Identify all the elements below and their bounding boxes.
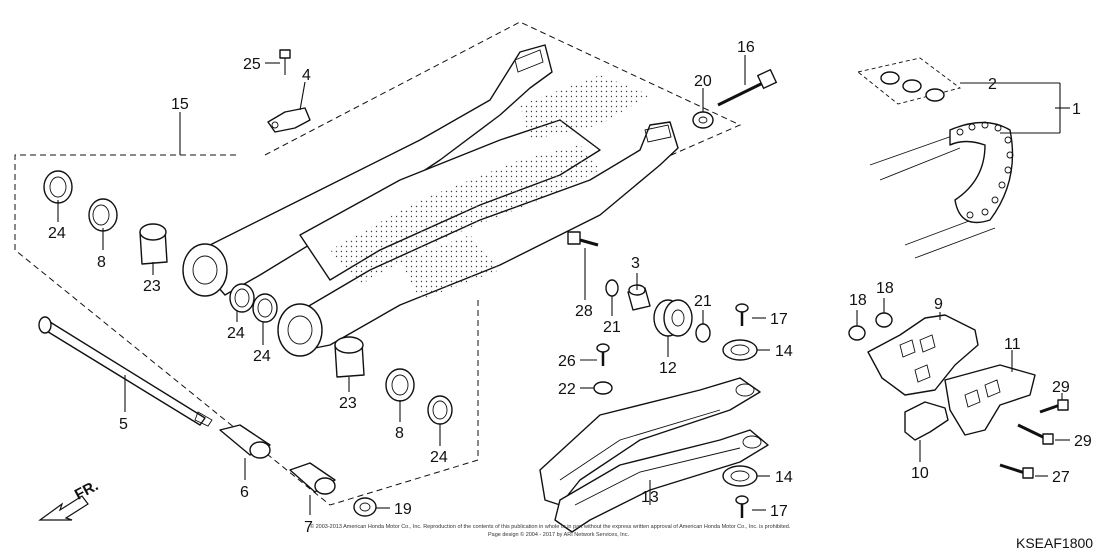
callout-25[interactable]: 25 bbox=[243, 56, 261, 73]
callout-15[interactable]: 15 bbox=[171, 96, 189, 113]
callout-8-lower[interactable]: 8 bbox=[395, 425, 404, 442]
nut-19[interactable] bbox=[353, 497, 377, 517]
dust-seal-24-right[interactable] bbox=[427, 395, 453, 425]
callout-14-upper[interactable]: 14 bbox=[775, 343, 793, 360]
callout-23-lower[interactable]: 23 bbox=[339, 395, 357, 412]
screw-17-upper[interactable] bbox=[735, 303, 749, 326]
callout-17-upper[interactable]: 17 bbox=[770, 311, 788, 328]
leader-lines bbox=[57, 55, 1070, 515]
callout-10[interactable]: 10 bbox=[911, 465, 929, 482]
callout-21-right[interactable]: 21 bbox=[694, 293, 712, 310]
callout-18-left[interactable]: 18 bbox=[849, 292, 867, 309]
swingarm-frame[interactable] bbox=[182, 44, 679, 357]
pivot-boss-upper bbox=[182, 243, 228, 297]
bolt-28[interactable] bbox=[567, 231, 599, 247]
pivot-shaft[interactable] bbox=[38, 316, 213, 427]
callout-8-upper[interactable]: 8 bbox=[97, 254, 106, 271]
axle-slot-lower bbox=[644, 124, 672, 143]
axle-slot-upper bbox=[514, 49, 544, 73]
collar-6[interactable] bbox=[219, 424, 271, 459]
chain-master-link[interactable] bbox=[856, 57, 962, 105]
front-direction-indicator: FR. bbox=[38, 477, 101, 521]
callout-11[interactable]: 11 bbox=[1004, 336, 1021, 353]
callout-13[interactable]: 13 bbox=[641, 489, 659, 506]
swingarm-group-outline bbox=[14, 21, 742, 506]
swingarm-texture-front bbox=[400, 235, 500, 300]
pivot-boss-lower bbox=[277, 303, 323, 357]
bolt-29-upper[interactable] bbox=[1039, 399, 1069, 414]
callout-5[interactable]: 5 bbox=[119, 416, 128, 433]
callout-29-upper[interactable]: 29 bbox=[1052, 379, 1070, 396]
roller-12[interactable] bbox=[653, 299, 693, 337]
chain-guard-11[interactable] bbox=[944, 364, 1036, 436]
bolt-27[interactable] bbox=[999, 463, 1034, 479]
callout-24-b[interactable]: 24 bbox=[227, 325, 245, 342]
callout-12[interactable]: 12 bbox=[659, 360, 677, 377]
needle-bearing-23-lower[interactable] bbox=[334, 336, 365, 378]
callout-17-lower[interactable]: 17 bbox=[770, 503, 788, 520]
callout-24-c[interactable]: 24 bbox=[253, 348, 271, 365]
callout-7[interactable]: 7 bbox=[304, 519, 313, 536]
callout-14-lower[interactable]: 14 bbox=[775, 469, 793, 486]
callout-24-d[interactable]: 24 bbox=[430, 449, 448, 466]
dust-seal-24-mid-b[interactable] bbox=[252, 293, 278, 323]
drive-chain[interactable] bbox=[869, 121, 1014, 259]
bolt-16[interactable] bbox=[717, 68, 778, 107]
callout-28[interactable]: 28 bbox=[575, 303, 593, 320]
callout-4[interactable]: 4 bbox=[302, 67, 311, 84]
screw-17-lower[interactable] bbox=[735, 495, 749, 518]
callout-labels: 1 2 3 4 5 6 7 8 8 9 10 11 12 13 14 14 15… bbox=[48, 39, 1092, 536]
nut-18-left[interactable] bbox=[848, 325, 866, 341]
callout-24-a[interactable]: 24 bbox=[48, 225, 66, 242]
washer-21-right[interactable] bbox=[695, 323, 711, 343]
copyright-line-2: Page design © 2004 - 2017 by ARI Network… bbox=[488, 531, 629, 538]
callout-21-left[interactable]: 21 bbox=[603, 319, 621, 336]
callout-19[interactable]: 19 bbox=[394, 501, 412, 518]
slider-10[interactable] bbox=[904, 401, 949, 441]
callout-9[interactable]: 9 bbox=[934, 296, 943, 313]
front-arrow-icon bbox=[38, 495, 89, 521]
callout-29-lower[interactable]: 29 bbox=[1074, 433, 1092, 450]
dust-seal-24-mid-a[interactable] bbox=[229, 283, 255, 313]
callout-18-right[interactable]: 18 bbox=[876, 280, 894, 297]
clamp-bolt[interactable] bbox=[279, 49, 291, 75]
callout-16[interactable]: 16 bbox=[737, 39, 755, 56]
bushing-8-upper[interactable] bbox=[88, 198, 118, 232]
cap-nut-22[interactable] bbox=[593, 381, 613, 395]
callout-6[interactable]: 6 bbox=[240, 484, 249, 501]
chain-guide-9[interactable] bbox=[867, 314, 979, 396]
pivot-boss-upper-inner bbox=[192, 255, 218, 285]
swingarm-texture-rear bbox=[520, 75, 650, 140]
callout-2[interactable]: 2 bbox=[988, 76, 997, 93]
callout-22[interactable]: 22 bbox=[558, 381, 576, 398]
bushing-8-lower[interactable] bbox=[385, 368, 415, 402]
callout-3[interactable]: 3 bbox=[631, 255, 640, 272]
rubber-14-upper[interactable] bbox=[722, 339, 758, 361]
chain-guide-clamp[interactable] bbox=[267, 107, 311, 133]
needle-bearing-23-upper[interactable] bbox=[139, 223, 168, 265]
nut-18-right[interactable] bbox=[875, 312, 893, 328]
callout-26[interactable]: 26 bbox=[558, 353, 576, 370]
callout-27[interactable]: 27 bbox=[1052, 469, 1070, 486]
swingarm-texture bbox=[330, 145, 600, 285]
pivot-boss-lower-inner bbox=[287, 315, 313, 345]
swingarm-upper-arm bbox=[189, 44, 553, 296]
dust-seal-24-left[interactable] bbox=[43, 170, 73, 204]
collar-7[interactable] bbox=[289, 462, 336, 495]
callout-20[interactable]: 20 bbox=[694, 73, 712, 90]
washer-21-left[interactable] bbox=[605, 279, 619, 297]
bolt-29-lower[interactable] bbox=[1017, 423, 1054, 445]
diagram-code: KSEAF1800 bbox=[1016, 535, 1093, 551]
nut-20[interactable] bbox=[692, 111, 714, 129]
collar-3[interactable] bbox=[627, 284, 651, 311]
callout-1[interactable]: 1 bbox=[1072, 101, 1081, 118]
screw-26[interactable] bbox=[596, 343, 610, 366]
chain-slider[interactable] bbox=[539, 377, 769, 533]
copyright-line-1: © 2003-2013 American Honda Motor Co., In… bbox=[310, 523, 791, 530]
callout-23-upper[interactable]: 23 bbox=[143, 278, 161, 295]
rubber-14-lower[interactable] bbox=[722, 465, 758, 487]
